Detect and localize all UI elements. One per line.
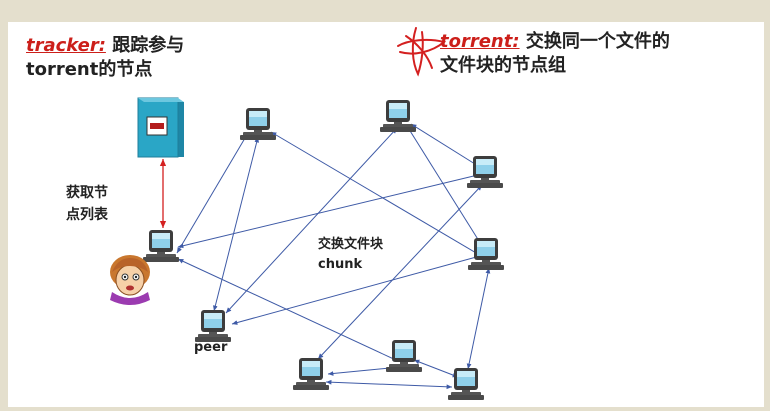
peer-computer-icon bbox=[468, 238, 504, 270]
tracker-desc-line1: 跟踪参与 bbox=[112, 35, 185, 56]
tracker-annotation: tracker: 跟踪参与 torrent的节点 bbox=[26, 34, 184, 82]
exchange-chunk-label: 交换文件块 chunk bbox=[318, 237, 384, 272]
peer-computer-icon bbox=[293, 358, 329, 390]
peer-connection-arrow bbox=[466, 267, 491, 370]
tracker-term: tracker: bbox=[26, 35, 106, 56]
peer-computer-icon bbox=[195, 310, 231, 342]
tracker-desc-line2: torrent的节点 bbox=[26, 59, 153, 80]
peer-connection-arrow bbox=[325, 379, 453, 390]
peer-computer-icon bbox=[240, 108, 276, 140]
tracker-server-icon bbox=[137, 97, 184, 158]
get-peer-list-label: 获取节 点列表 bbox=[66, 185, 108, 223]
peer-connection-arrow bbox=[410, 123, 484, 170]
torrent-desc-line2: 文件块的节点组 bbox=[440, 55, 566, 76]
network-diagram bbox=[110, 27, 504, 400]
peer-connection-arrow bbox=[317, 184, 483, 360]
torrent-desc-line1: 交换同一个文件的 bbox=[525, 31, 670, 52]
peer-connection-arrow bbox=[176, 132, 249, 254]
peer-computer-icon bbox=[467, 156, 503, 188]
slide-canvas: tracker: 跟踪参与 torrent的节点 torrent: 交换同一个文… bbox=[8, 22, 764, 407]
peer-label: peer bbox=[194, 340, 228, 355]
peer-computer-icon bbox=[380, 100, 416, 132]
peer-computer-icon bbox=[448, 368, 484, 400]
peer-computer-icon bbox=[386, 340, 422, 372]
torrent-term: torrent: bbox=[440, 31, 520, 52]
user-avatar-icon bbox=[110, 255, 150, 305]
peer-computer-icon bbox=[143, 230, 179, 262]
hand-drawn-star-mark bbox=[397, 27, 447, 77]
peer-connection-arrow bbox=[413, 359, 459, 378]
torrent-annotation: torrent: 交换同一个文件的 文件块的节点组 bbox=[440, 30, 670, 78]
